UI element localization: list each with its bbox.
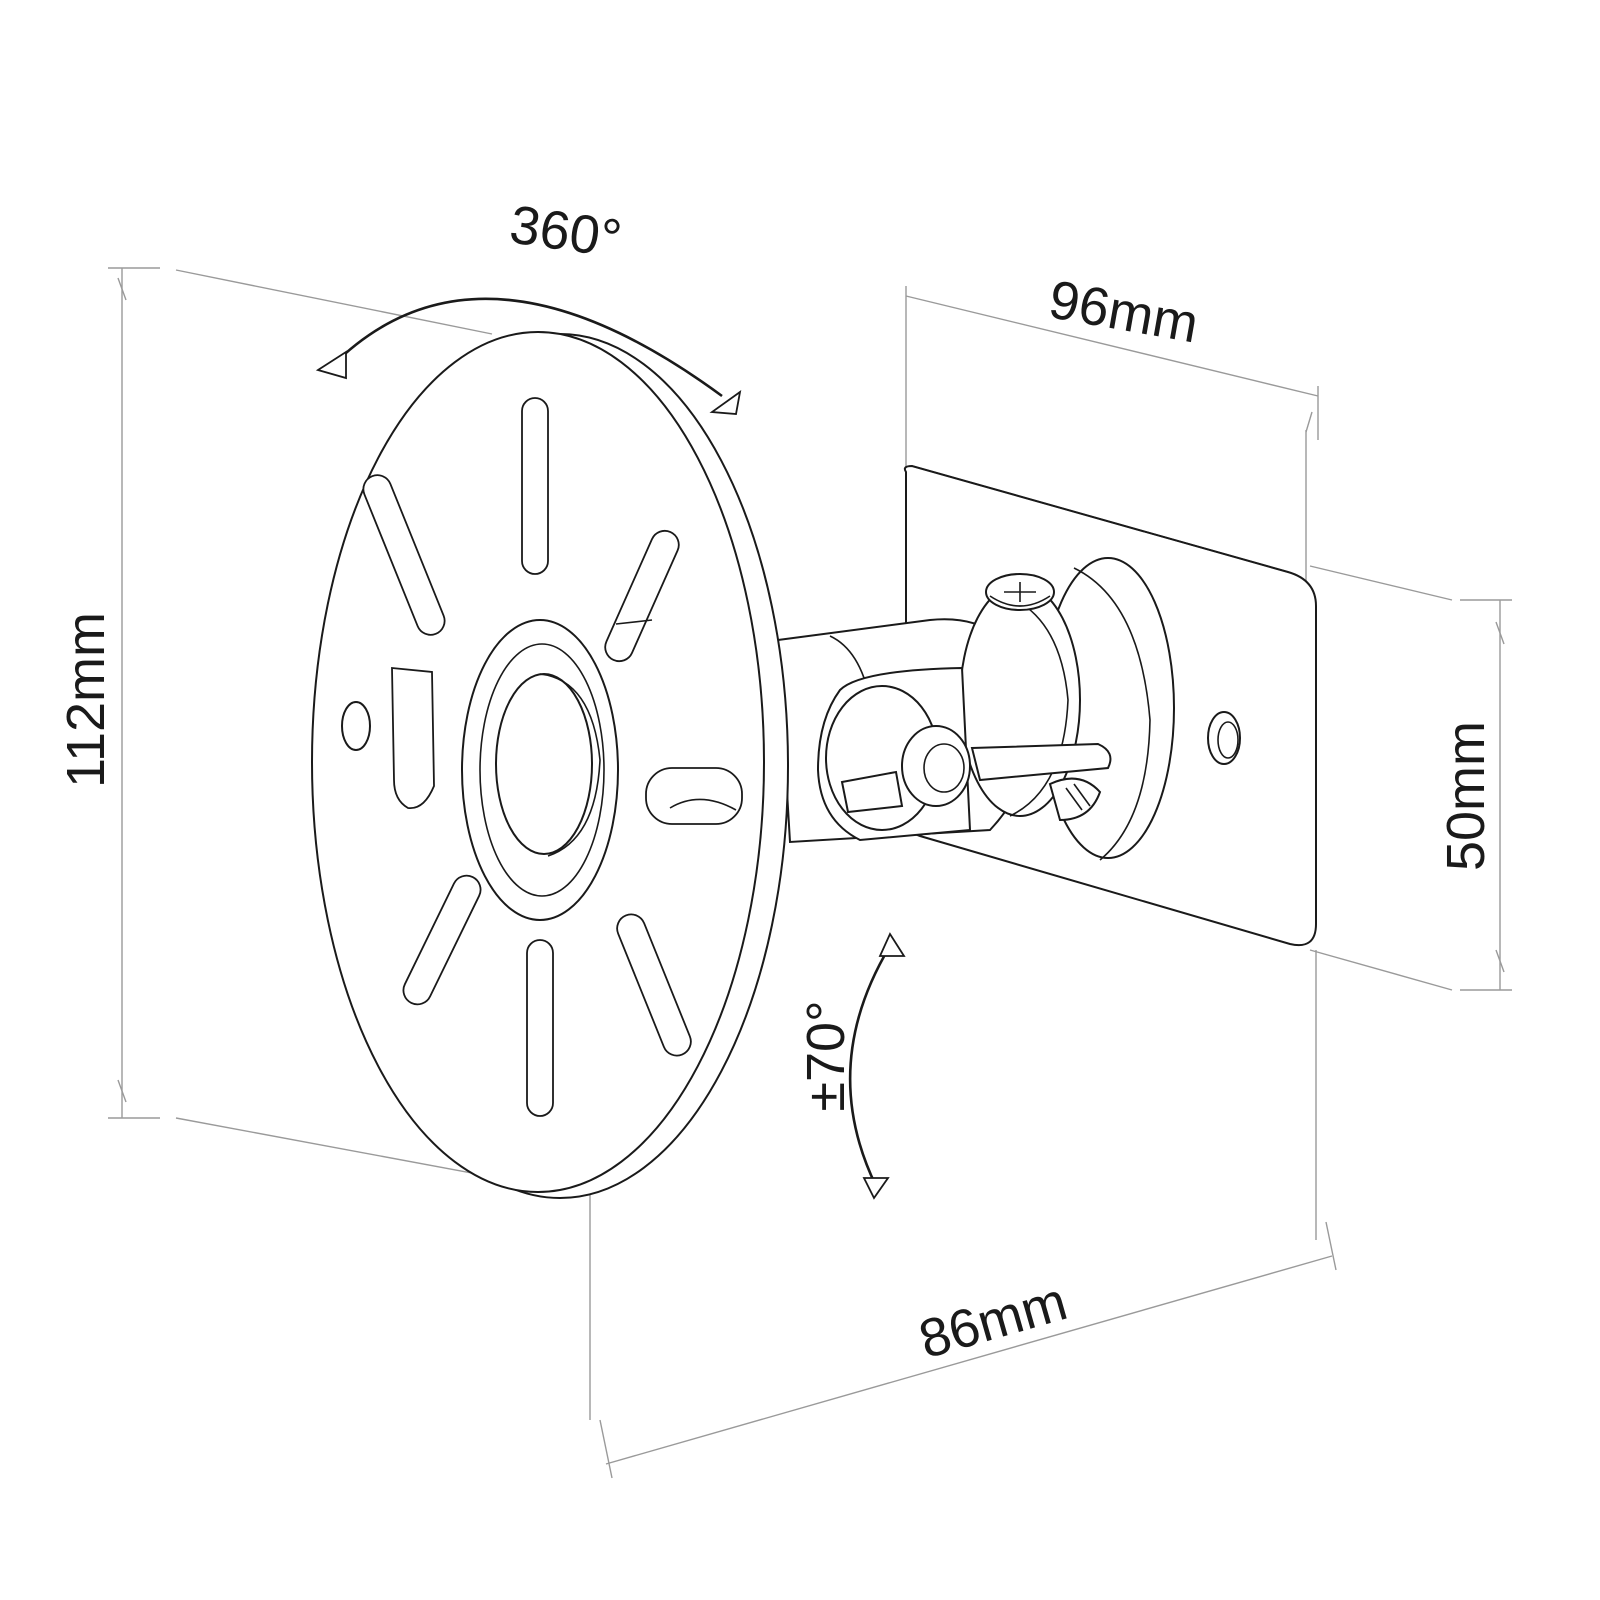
height-left-label: 112mm — [56, 612, 116, 788]
swivel-arm — [776, 573, 1112, 844]
rotation-label: 360° — [506, 194, 625, 269]
tilt-label: ±70° — [796, 1000, 856, 1111]
disc-slot — [604, 529, 680, 663]
wall-plate-hole — [1207, 711, 1241, 765]
disc-slot — [362, 474, 446, 636]
lever — [970, 742, 1112, 782]
disc-slot — [521, 397, 549, 575]
depth-top-dim-line — [905, 295, 1319, 397]
depth-top-label: 96mm — [1045, 269, 1203, 354]
disc-slot — [526, 939, 554, 1117]
disc-tab — [391, 667, 435, 809]
tilt-arrow — [848, 932, 906, 1200]
disc-slot — [402, 874, 482, 1006]
dimension-lines — [108, 267, 1512, 1479]
speaker-disc — [311, 331, 789, 1199]
height-right-label: 50mm — [1436, 721, 1496, 871]
disc-hole — [341, 701, 371, 751]
depth-bottom-label: 86mm — [913, 1271, 1074, 1370]
depth-bottom-dim-line — [605, 1255, 1333, 1465]
rotation-arrow — [315, 297, 742, 415]
disc-slot — [645, 767, 743, 825]
disc-slot — [616, 913, 692, 1057]
